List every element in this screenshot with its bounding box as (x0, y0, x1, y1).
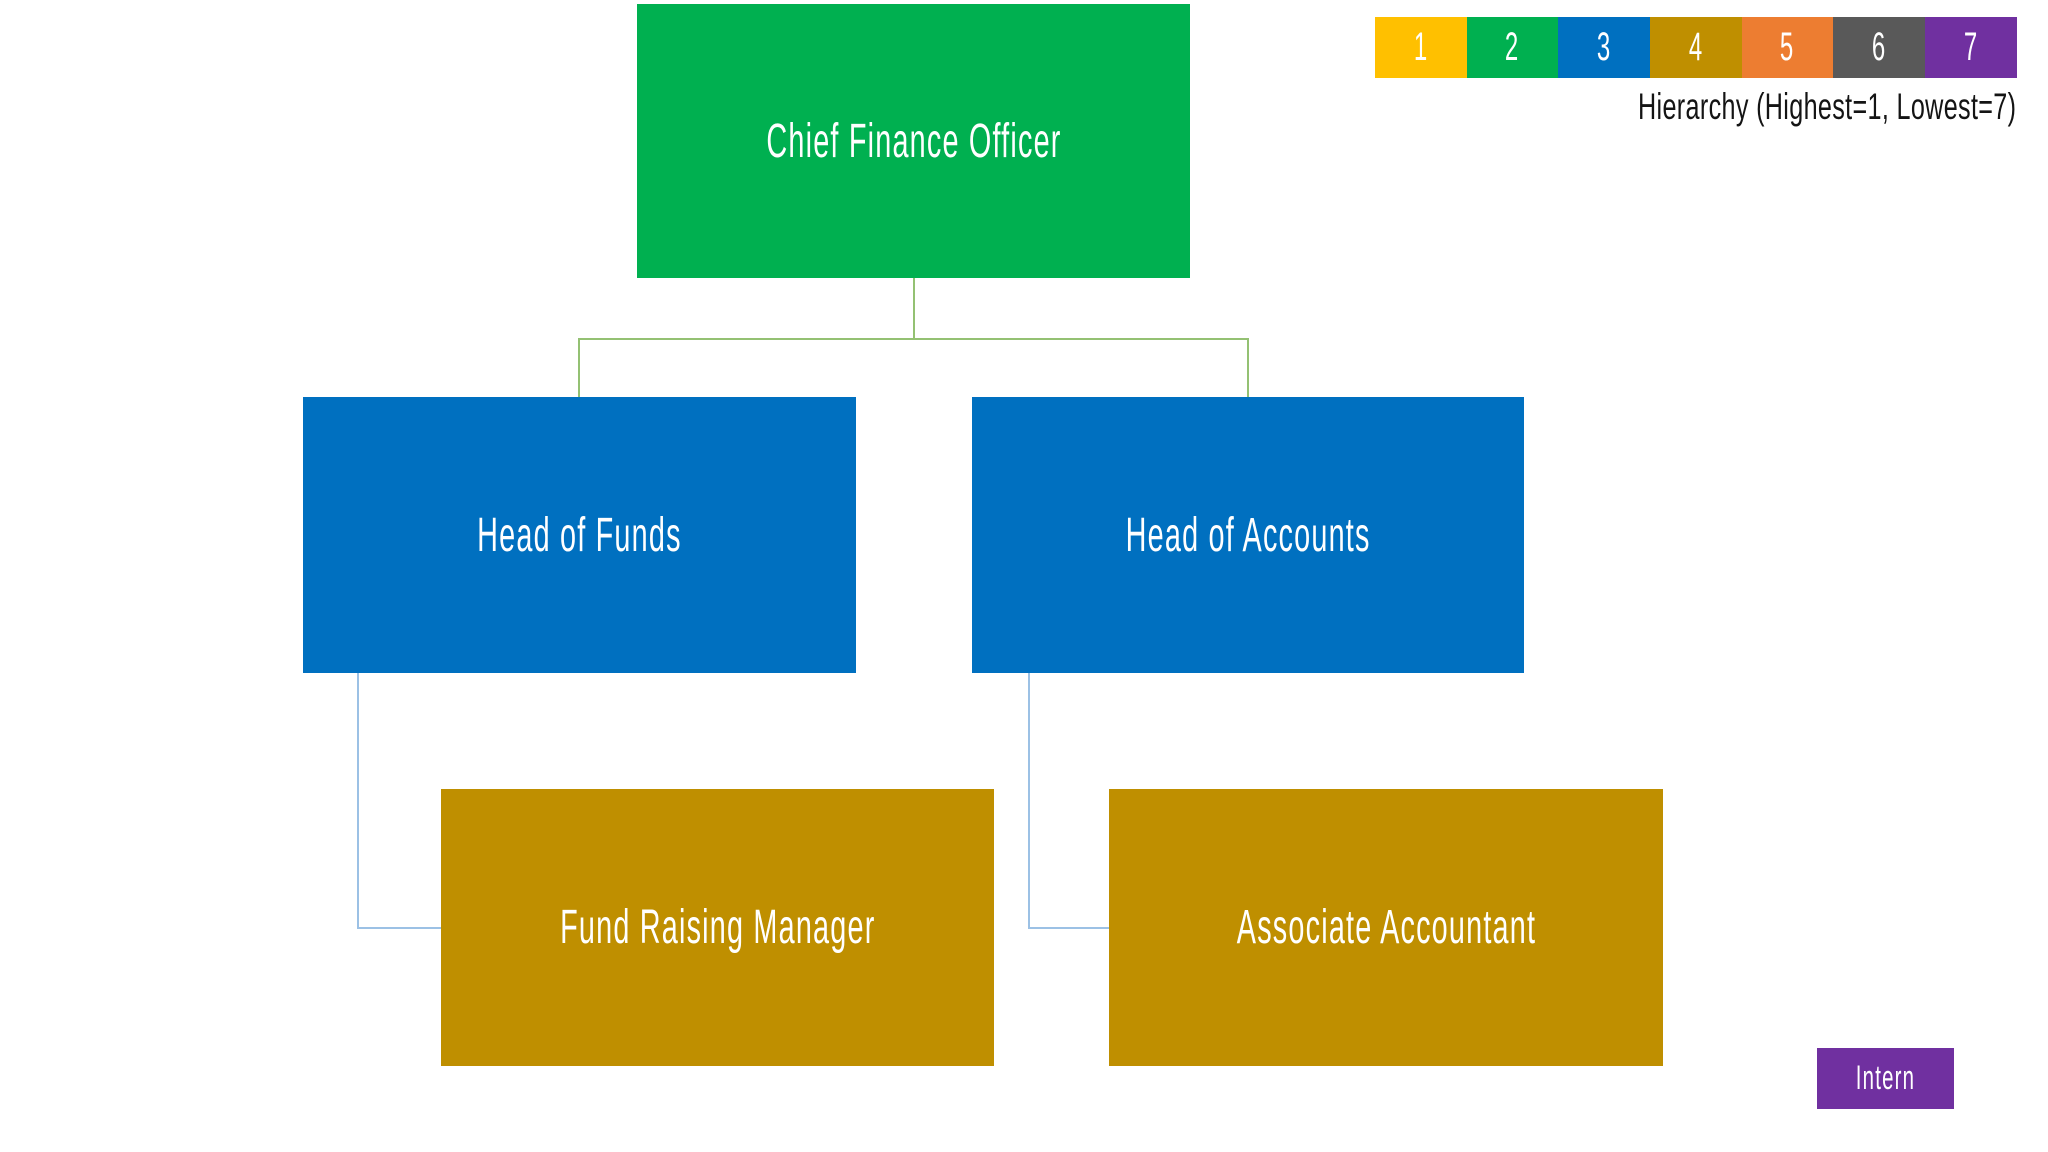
legend-caption-text: Hierarchy (Highest=1, Lowest=7) (1637, 86, 2016, 127)
org-node-label: Head of Accounts (1125, 508, 1371, 562)
legend-item-number: 2 (1505, 25, 1520, 69)
legend-item-1: 1 (1375, 17, 1467, 78)
org-node-associate-accountant: Associate Accountant (1109, 789, 1663, 1066)
org-node-label: Fund Raising Manager (559, 901, 876, 954)
org-node-label: Chief Finance Officer (765, 114, 1062, 168)
legend-item-number: 1 (1413, 25, 1429, 69)
connector-segment (357, 673, 359, 929)
connector-segment (578, 338, 1249, 340)
org-node-head-of-accounts: Head of Accounts (972, 397, 1524, 673)
legend-caption: Hierarchy (Highest=1, Lowest=7) (1460, 86, 2016, 128)
org-node-intern: Intern (1817, 1048, 1954, 1109)
org-node-fund-raising-manager: Fund Raising Manager (441, 789, 994, 1066)
connector-segment (913, 278, 915, 340)
legend-item-4: 4 (1650, 17, 1742, 78)
legend-item-number: 5 (1780, 25, 1795, 69)
connector-segment (578, 338, 580, 397)
connector-segment (1028, 673, 1030, 929)
org-node-label: Head of Funds (477, 508, 682, 562)
hierarchy-legend: 1 2 3 4 5 6 7 (1375, 17, 2017, 78)
legend-item-number: 3 (1596, 25, 1612, 69)
legend-item-2: 2 (1466, 17, 1559, 78)
connector-segment (357, 927, 441, 929)
org-node-head-of-funds: Head of Funds (303, 397, 856, 673)
legend-item-number: 4 (1688, 25, 1704, 69)
connector-segment (1028, 927, 1109, 929)
legend-item-number: 6 (1872, 25, 1887, 69)
legend-item-6: 6 (1833, 17, 1926, 78)
org-node-chief-finance-officer: Chief Finance Officer (637, 4, 1190, 278)
legend-item-5: 5 (1741, 17, 1834, 78)
org-node-label: Associate Accountant (1236, 901, 1536, 954)
legend-item-number: 7 (1963, 25, 1979, 69)
legend-item-3: 3 (1558, 17, 1651, 78)
connector-segment (1247, 338, 1249, 397)
legend-item-7: 7 (1925, 17, 2017, 78)
org-node-label: Intern (1855, 1059, 1916, 1097)
